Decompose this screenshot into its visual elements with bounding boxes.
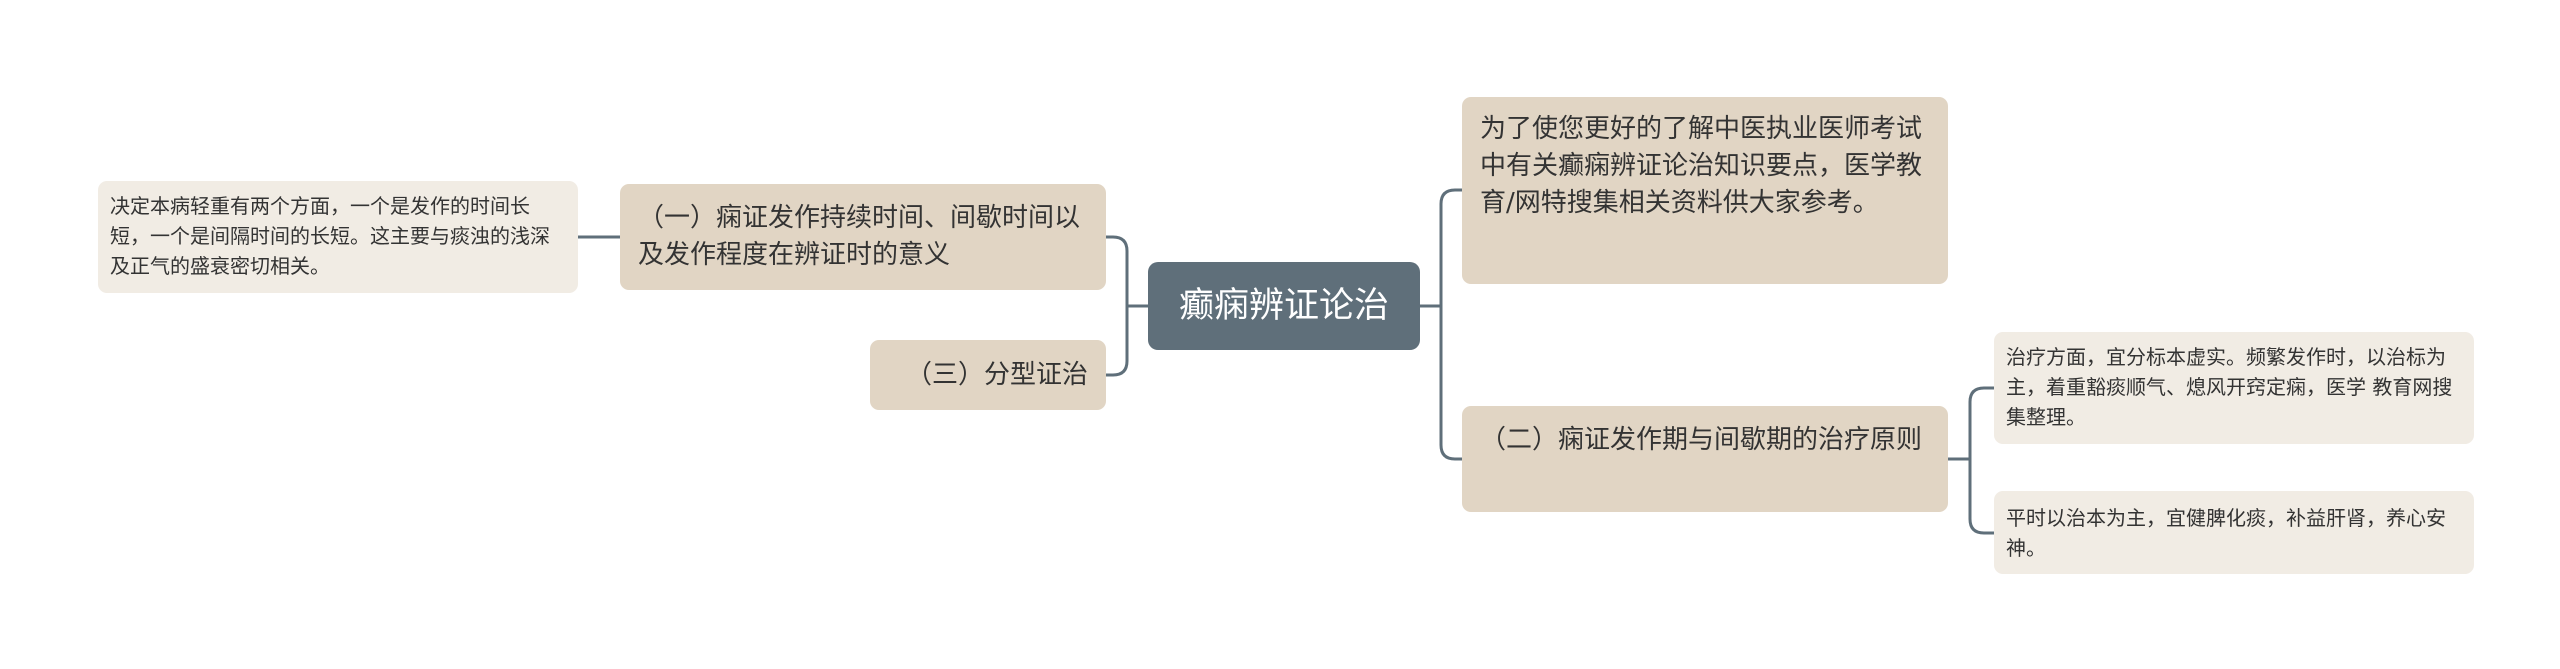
branch-node-1[interactable]: （一）痫证发作持续时间、间歇时间以及发作程度在辨证时的意义 <box>620 184 1106 290</box>
root-label: 癫痫辨证论治 <box>1178 286 1389 326</box>
detail-node-2b[interactable]: 平时以治本为主，宜健脾化痰，补益肝肾，养心安神。 <box>1994 491 2474 574</box>
connector-branch2-detail-1 <box>1968 386 1996 461</box>
detail-node-2b-text: 平时以治本为主，宜健脾化痰，补益肝肾，养心安神。 <box>2006 506 2446 560</box>
connector-branch2-detail-2 <box>1968 457 1996 535</box>
intro-node[interactable]: 为了使您更好的了解中医执业医师考试中有关癫痫辨证论治知识要点，医学教育/网特搜集… <box>1462 97 1948 284</box>
detail-node-1[interactable]: 决定本病轻重有两个方面，一个是发作的时间长短，一个是间隔时间的长短。这主要与痰浊… <box>98 181 578 293</box>
detail-node-2a[interactable]: 治疗方面，宜分标本虚实。频繁发作时，以治标为主，着重豁痰顺气、熄风开窍定痫，医学… <box>1994 332 2474 444</box>
detail-node-1-text: 决定本病轻重有两个方面，一个是发作的时间长短，一个是间隔时间的长短。这主要与痰浊… <box>110 194 550 278</box>
connector-right-branch-2 <box>1439 304 1464 461</box>
root-node[interactable]: 癫痫辨证论治 <box>1148 262 1420 350</box>
connector-left-branch-3 <box>1104 304 1129 377</box>
branch-node-2[interactable]: （二）痫证发作期与间歇期的治疗原则 <box>1462 406 1948 512</box>
branch-node-3[interactable]: （三）分型证治 <box>870 340 1106 410</box>
branch-node-2-label: （二）痫证发作期与间歇期的治疗原则 <box>1480 425 1923 455</box>
connector-right-intro <box>1439 188 1464 308</box>
branch-node-3-label: （三）分型证治 <box>905 360 1088 390</box>
branch-node-1-label: （一）痫证发作持续时间、间歇时间以及发作程度在辨证时的意义 <box>638 203 1081 270</box>
connector-left-branch-1 <box>1104 235 1129 308</box>
intro-node-text: 为了使您更好的了解中医执业医师考试中有关癫痫辨证论治知识要点，医学教育/网特搜集… <box>1480 114 1923 218</box>
detail-node-2a-text: 治疗方面，宜分标本虚实。频繁发作时，以治标为主，着重豁痰顺气、熄风开窍定痫，医学… <box>2006 345 2453 429</box>
